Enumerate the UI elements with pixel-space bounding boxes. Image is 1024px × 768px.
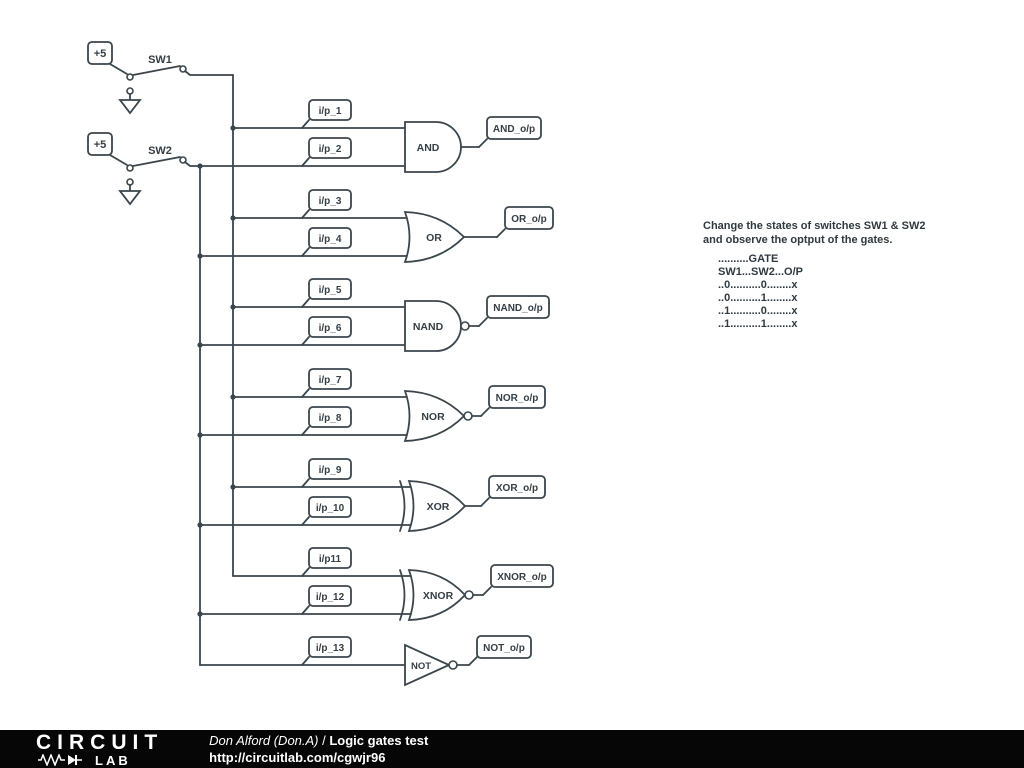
truth-table-row: ..1..........0........x (718, 305, 798, 317)
gate-label: OR (426, 232, 442, 244)
truth-table-row: ..........GATE (718, 253, 779, 265)
input-flag: i/p_12 (301, 585, 352, 615)
output-flag-and: AND_o/p (478, 116, 542, 148)
logo-lab-text: LAB (95, 752, 131, 768)
not-gate: NOT (404, 643, 470, 687)
input-flag: i/p_4 (301, 227, 352, 257)
input-flag-label: i/p_7 (319, 375, 342, 386)
plus5-label: +5 (94, 48, 107, 60)
input-flags: i/p_1 i/p_2 i/p_3 i/p_4 i/p_5 i/p_6 i/p_… (301, 99, 352, 666)
input-flag: i/p_9 (301, 458, 352, 488)
truth-table-row: SW1...SW2...O/P (718, 266, 803, 278)
inverter-bubble-icon (460, 321, 470, 331)
inverter-bubble-icon (448, 660, 458, 670)
output-flag-label: NOR_o/p (496, 393, 539, 404)
gate-label: XNOR (423, 590, 454, 602)
schematic-canvas: +5 SW1 +5 SW2 (87, 41, 554, 687)
output-flag-label: AND_o/p (493, 124, 535, 135)
gate-label: XOR (427, 501, 450, 513)
output-flag-label: NAND_o/p (493, 303, 542, 314)
junction-dots (197, 125, 236, 617)
power-source-sw1[interactable]: +5 SW1 (87, 41, 234, 115)
wires (199, 74, 416, 666)
nor-gate: NOR (403, 390, 482, 442)
logo-circuit-text: CIRCUIT (36, 730, 164, 754)
circuitlab-logo: CIRCUIT LAB (36, 732, 163, 767)
input-flag-label: i/p_6 (319, 323, 342, 334)
note-line: Change the states of switches SW1 & SW2 (703, 220, 926, 232)
input-flag: i/p_3 (301, 189, 352, 219)
input-flag-label: i/p_9 (319, 465, 342, 476)
spdt-switch-icon[interactable] (126, 156, 406, 186)
schematic-title: Logic gates test (329, 733, 429, 748)
output-flag-or: OR_o/p (496, 206, 554, 238)
output-flag-label: NOT_o/p (483, 643, 525, 654)
output-flag-not: NOT_o/p (468, 635, 532, 666)
gate-label: NOR (421, 411, 445, 423)
input-flag-label: i/p_1 (319, 106, 342, 117)
input-flag: i/p_7 (301, 368, 352, 398)
nand-gate: NAND (404, 300, 480, 352)
input-flag-label: i/p11 (319, 554, 342, 565)
input-flag-label: i/p_10 (316, 503, 345, 514)
note-block: Change the states of switches SW1 & SW2 … (703, 219, 1003, 331)
author-name: Don Alford (Don.A) (209, 733, 319, 748)
sw2-label: SW2 (148, 145, 172, 157)
note-line: and observe the optput of the gates. (703, 234, 893, 246)
plus5-flag (87, 41, 113, 65)
input-flag: i/p_10 (301, 496, 352, 526)
output-flag-nand: NAND_o/p (478, 295, 550, 327)
ground-icon (118, 184, 142, 206)
input-flag: i/p11 (301, 547, 352, 577)
schematic-url[interactable]: http://circuitlab.com/cgwjr96 (209, 750, 386, 765)
input-flag: i/p_13 (301, 636, 352, 666)
output-flag-label: XNOR_o/p (497, 572, 546, 583)
output-flag-label: XOR_o/p (496, 483, 538, 494)
resistor-diode-icon (38, 754, 82, 766)
input-flag-label: i/p_13 (316, 643, 345, 654)
input-flag: i/p_5 (301, 278, 352, 308)
gate-label: AND (417, 142, 440, 154)
truth-table-row: ..0..........1........x (718, 292, 798, 304)
output-flag-xnor: XNOR_o/p (482, 564, 554, 596)
input-flag: i/p_1 (301, 99, 352, 129)
separator: / (318, 733, 330, 748)
plus5-label: +5 (94, 139, 107, 151)
input-flag-label: i/p_12 (316, 592, 345, 603)
spdt-switch-icon[interactable] (126, 65, 234, 95)
gate-label: NOT (411, 661, 431, 672)
input-flag: i/p_2 (301, 137, 352, 167)
inverter-bubble-icon (463, 411, 473, 421)
credit-line: Don Alford (Don.A) / Logic gates test (209, 732, 428, 749)
xor-gate: XOR (399, 480, 482, 532)
input-flag-label: i/p_4 (319, 234, 342, 245)
input-flag-label: i/p_5 (319, 285, 342, 296)
and-gate: AND (404, 121, 480, 173)
truth-table-row: ..1..........1........x (718, 318, 798, 330)
footer-bar: CIRCUIT LAB Don Alford (Don.A) / Logic g… (0, 730, 1024, 768)
xnor-gate: XNOR (399, 569, 484, 621)
sw1-label: SW1 (148, 54, 172, 66)
gate-label: NAND (413, 321, 444, 333)
inverter-bubble-icon (464, 590, 474, 600)
truth-table-text: ..........GATE SW1...SW2...O/P ..0......… (703, 253, 1003, 331)
plus5-flag (87, 132, 113, 156)
input-flag-label: i/p_3 (319, 196, 342, 207)
power-source-sw2[interactable]: +5 SW2 (87, 132, 406, 206)
output-flag-xor: XOR_o/p (480, 475, 546, 507)
ground-icon (118, 93, 142, 115)
input-flag: i/p_8 (301, 406, 352, 436)
or-gate: OR (403, 211, 498, 263)
output-flag-nor: NOR_o/p (480, 385, 546, 417)
truth-table-row: ..0..........0........x (718, 279, 798, 291)
input-flag-label: i/p_8 (319, 413, 342, 424)
input-flag: i/p_6 (301, 316, 352, 346)
input-flag-label: i/p_2 (319, 144, 342, 155)
output-flag-label: OR_o/p (511, 214, 547, 225)
